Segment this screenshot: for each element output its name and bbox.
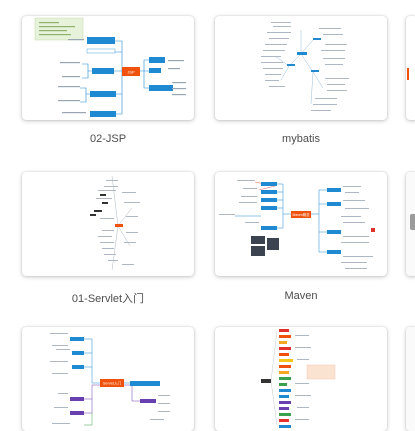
file-card-mybatis[interactable]: [215, 16, 387, 120]
mind-map-thumbnail: [261, 329, 336, 428]
file-card-maven[interactable]: Maven概念: [215, 172, 387, 276]
mind-map-thumbnail: Servlet入门: [50, 333, 170, 426]
file-card-servlet[interactable]: Servlet入门: [22, 327, 194, 431]
mind-map-thumbnail: [406, 327, 415, 431]
file-card-colorful[interactable]: [215, 327, 387, 431]
mind-map-thumbnail: [261, 22, 349, 111]
central-topic: JSP: [127, 70, 135, 75]
file-card-jsp[interactable]: JSP: [22, 16, 194, 120]
file-card-partial[interactable]: [406, 327, 415, 431]
mind-map-thumbnail: Maven概念: [219, 180, 375, 269]
file-name[interactable]: 02-JSP: [89, 133, 127, 145]
central-topic: Servlet入门: [103, 381, 122, 386]
central-topic: Maven概念: [293, 212, 311, 217]
mind-map-thumbnail: [407, 68, 409, 80]
file-name[interactable]: 01-Servlet入门: [71, 293, 145, 305]
file-name[interactable]: Maven: [284, 290, 318, 302]
mind-map-thumbnail: JSP: [34, 17, 186, 117]
file-card-servlet-intro[interactable]: [22, 172, 194, 276]
file-name[interactable]: mybatis: [282, 133, 320, 145]
file-card-partial[interactable]: [406, 16, 415, 120]
scroll-handle[interactable]: [410, 214, 415, 230]
mind-map-thumbnail: [90, 175, 140, 271]
